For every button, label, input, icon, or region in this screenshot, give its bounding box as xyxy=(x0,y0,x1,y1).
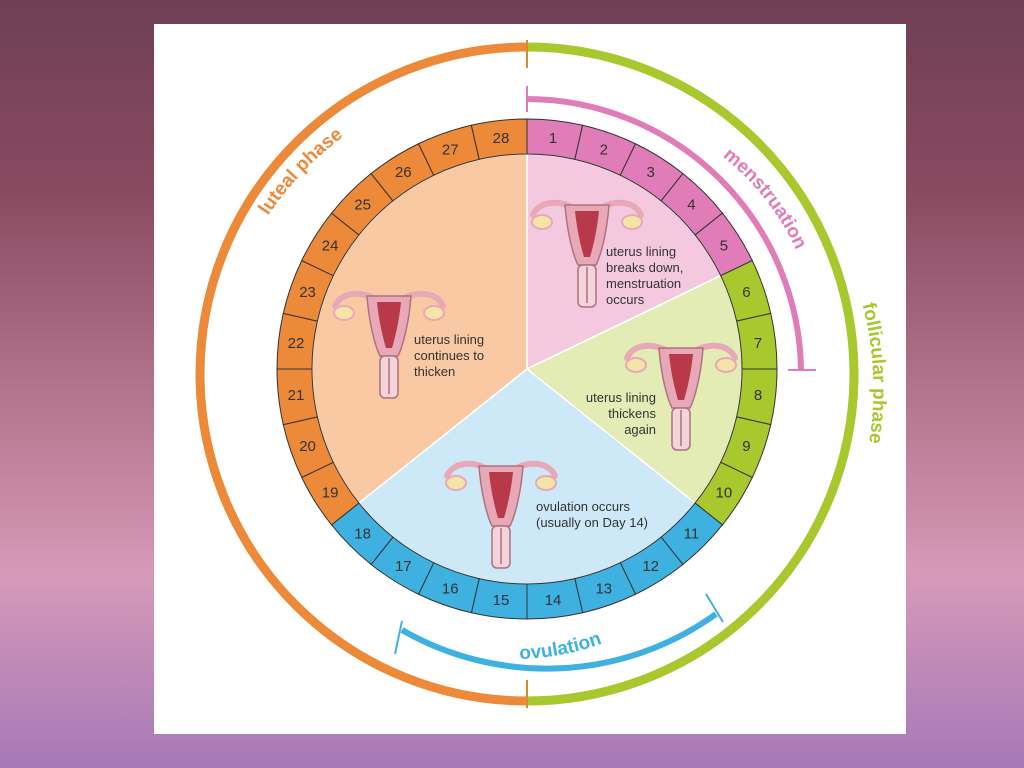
day-number: 12 xyxy=(642,558,659,575)
caption-line: thicken xyxy=(414,364,455,379)
day-number: 7 xyxy=(754,335,762,352)
ovulation-bracket-start xyxy=(394,620,403,655)
menstruation-bracket xyxy=(526,96,804,370)
day-number: 18 xyxy=(354,525,371,542)
day-number: 10 xyxy=(716,485,733,502)
follicular-phase-ring xyxy=(526,42,859,706)
day-number: 2 xyxy=(600,142,608,159)
day-number: 4 xyxy=(687,197,695,214)
day-number: 21 xyxy=(288,387,305,404)
day-number: 20 xyxy=(299,438,316,455)
caption-line: menstruation xyxy=(606,276,681,291)
day-number: 15 xyxy=(493,592,510,609)
day-number: 3 xyxy=(647,164,655,181)
uterus-illustration-ovulation xyxy=(444,460,558,569)
day-number: 25 xyxy=(354,197,371,214)
day-number: 13 xyxy=(595,580,612,597)
caption-line: occurs xyxy=(606,292,645,307)
day-number: 28 xyxy=(493,130,510,147)
ovulation-label: ovulation xyxy=(519,628,604,664)
follicular-phase-label: follicular phase xyxy=(858,300,890,445)
uterus-illustration-luteal xyxy=(332,290,446,399)
day-number: 14 xyxy=(545,592,562,609)
day-number: 9 xyxy=(742,438,750,455)
ovulation-bracket-end xyxy=(705,593,724,623)
caption-line: thickens xyxy=(608,406,656,421)
day-number: 5 xyxy=(720,237,728,254)
day-cell xyxy=(470,118,528,160)
caption-ovulation: ovulation occurs(usually on Day 14) xyxy=(536,499,648,530)
day-number: 1 xyxy=(549,130,557,147)
menstrual-cycle-diagram: 1234567891011121314151617181920212223242… xyxy=(195,40,890,708)
caption-line: (usually on Day 14) xyxy=(536,515,648,530)
uterus-illustration-follicular xyxy=(624,342,738,451)
day-number: 19 xyxy=(322,485,339,502)
day-number: 6 xyxy=(742,284,750,301)
day-number: 26 xyxy=(395,164,412,181)
caption-line: continues to xyxy=(414,348,484,363)
caption-line: uterus lining xyxy=(586,390,656,405)
day-number: 11 xyxy=(684,525,700,542)
day-number: 8 xyxy=(754,387,762,404)
uterus-illustrations xyxy=(332,199,738,569)
day-number: 17 xyxy=(395,558,412,575)
day-ring: 1234567891011121314151617181920212223242… xyxy=(276,118,778,620)
day-number: 16 xyxy=(442,580,459,597)
uterus-illustration-menstruation xyxy=(530,199,644,308)
caption-line: ovulation occurs xyxy=(536,499,630,514)
luteal-phase-ring xyxy=(195,42,528,706)
day-number: 22 xyxy=(288,335,305,352)
caption-line: uterus lining xyxy=(606,244,676,259)
day-number: 27 xyxy=(442,142,459,159)
caption-line: uterus lining xyxy=(414,332,484,347)
caption-line: breaks down, xyxy=(606,260,683,275)
day-number: 24 xyxy=(322,237,339,254)
day-number: 23 xyxy=(299,284,316,301)
caption-line: again xyxy=(624,422,656,437)
ovulation-bracket xyxy=(400,611,718,672)
